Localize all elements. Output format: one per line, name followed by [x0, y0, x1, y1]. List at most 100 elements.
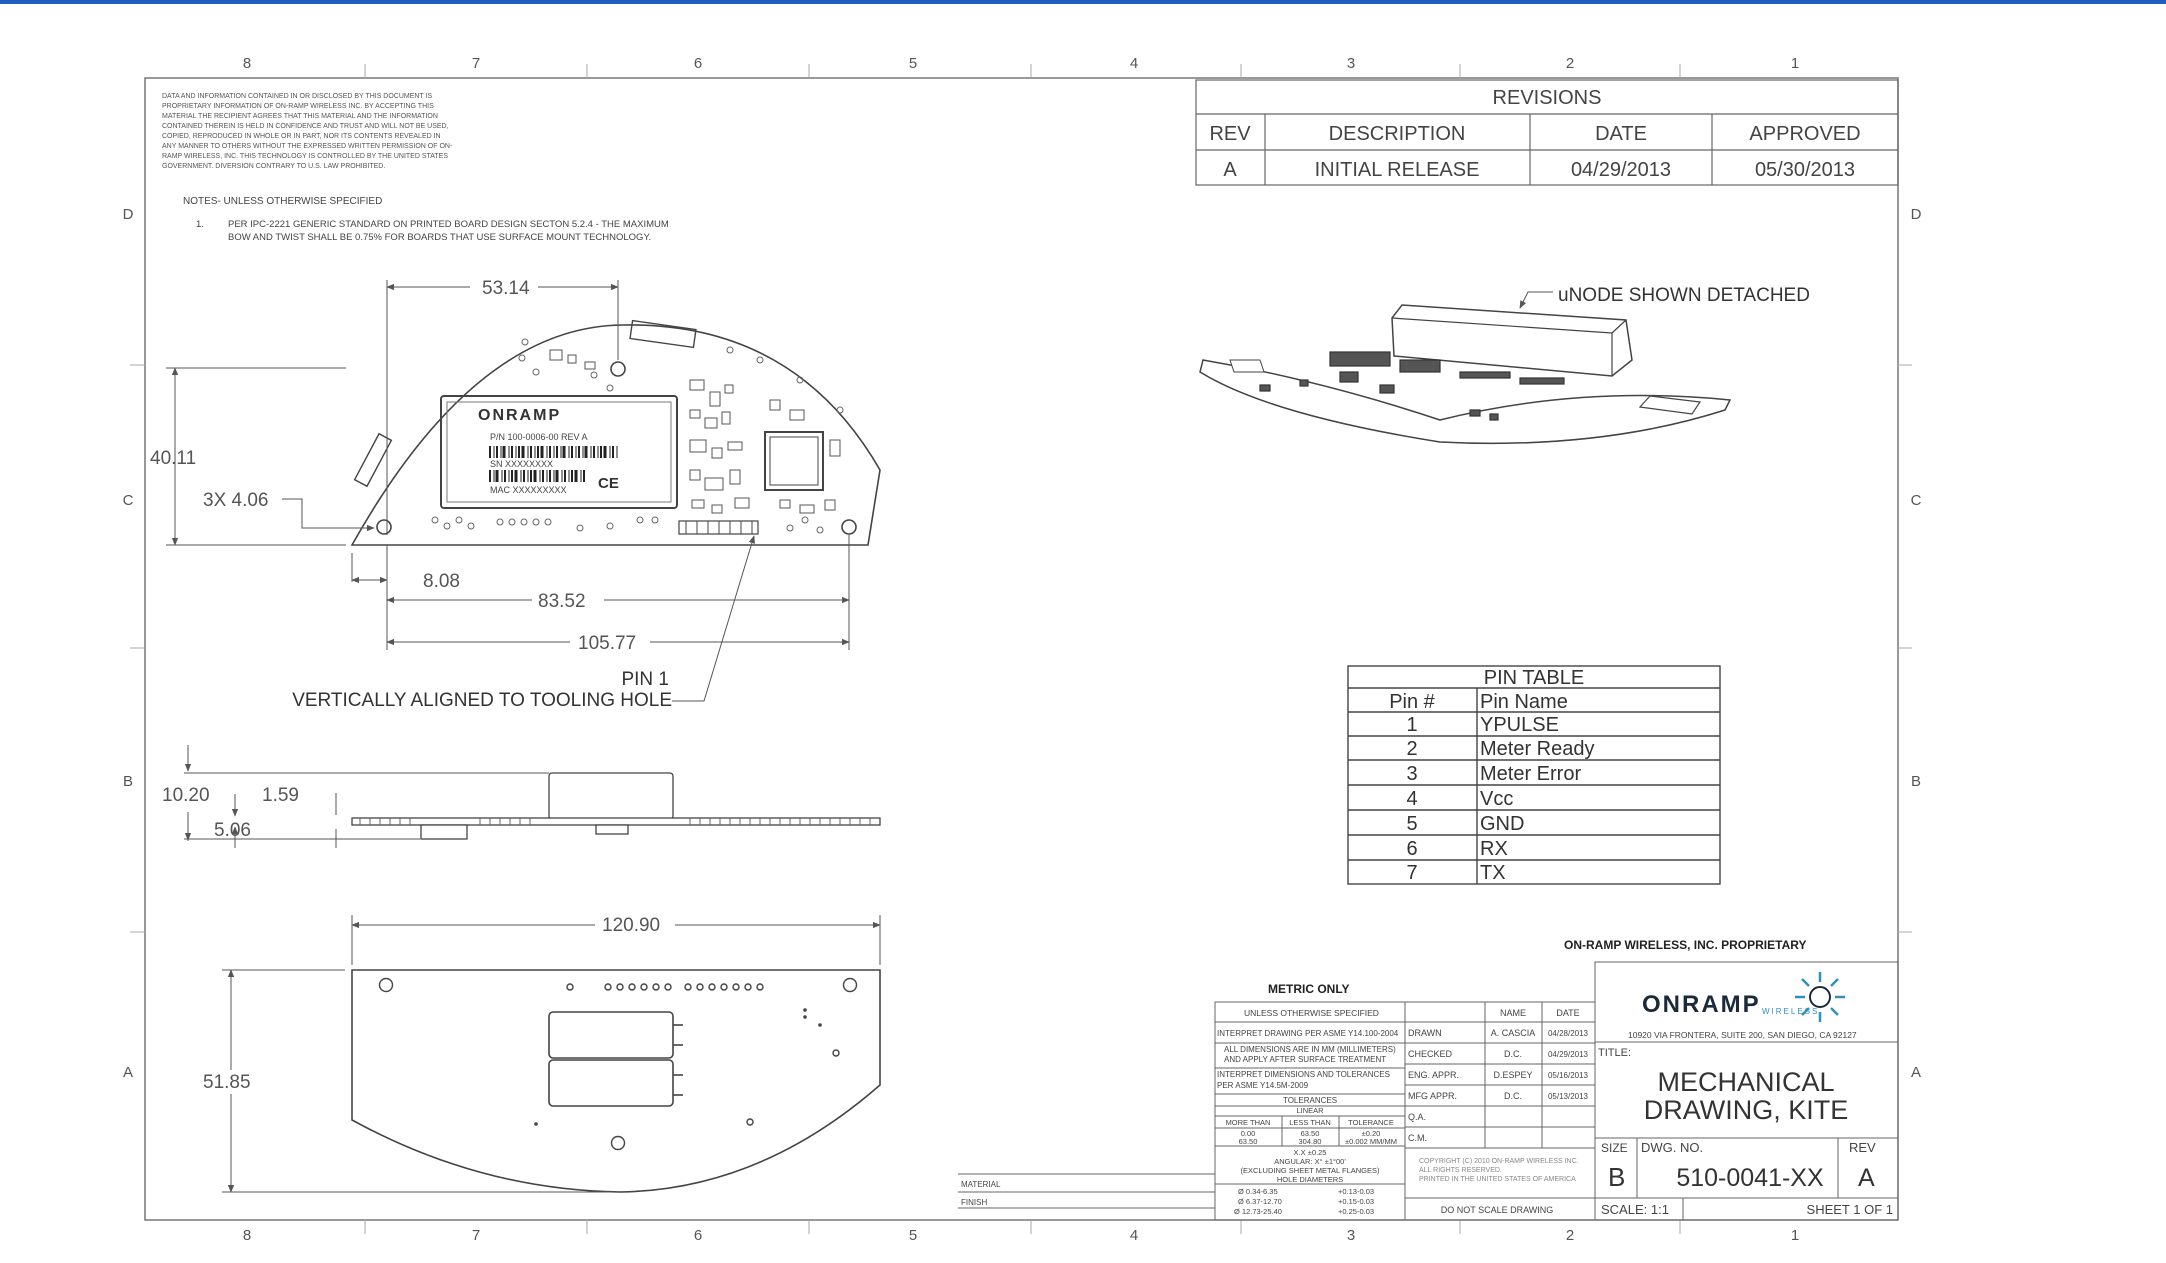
dim-bottom-height: 51.85	[203, 1072, 251, 1093]
size-value: B	[1608, 1162, 1625, 1192]
unode-detached	[1391, 304, 1633, 377]
dwg-number: 510-0041-XX	[1676, 1164, 1824, 1192]
zone-label-row: B	[123, 773, 133, 790]
barcode	[489, 446, 618, 482]
zone-label-col: 2	[1566, 55, 1574, 72]
rev-header: REV	[1209, 123, 1251, 145]
role-label: C.M.	[1408, 1133, 1427, 1143]
role-name: D.C.	[1504, 1049, 1522, 1059]
pin1-callout-line2: VERTICALLY ALIGNED TO TOOLING HOLE	[292, 690, 672, 711]
module-serial-number: SN XXXXXXXX	[490, 459, 553, 469]
zone-label-col: 2	[1566, 1227, 1574, 1244]
pin-name-cell: Meter Ready	[1480, 738, 1595, 760]
interpret-line: INTERPRET DRAWING PER ASME Y14.100-2004	[1217, 1029, 1399, 1038]
zone-label-col: 6	[694, 1227, 702, 1244]
dim-height: 40.11	[150, 448, 196, 469]
pin-number-cell: 4	[1406, 788, 1417, 810]
pin1-callout-line1: PIN 1	[621, 669, 669, 690]
logo-text: ONRAMP	[1642, 991, 1761, 1018]
role-name: A. CASCIA	[1491, 1028, 1536, 1038]
ce-mark: CE	[598, 475, 619, 492]
dwg-label: DWG. NO.	[1641, 1140, 1703, 1155]
role-date: 04/28/2013	[1548, 1029, 1589, 1038]
interpret-line: ALL DIMENSIONS ARE IN MM (MILLIMETERS)	[1224, 1045, 1396, 1054]
zone-label-col: 5	[909, 55, 917, 72]
tooling-hole	[610, 361, 626, 377]
pin-name-cell: Vcc	[1480, 788, 1513, 810]
zone-label-col: 6	[694, 55, 702, 72]
bottom-view-dots	[534, 1008, 822, 1126]
title-block-grid	[958, 961, 1899, 1221]
zone-label-col: 5	[909, 1227, 917, 1244]
revision-rev: A	[1223, 159, 1237, 181]
copyright-line: PRINTED IN THE UNITED STATES OF AMERICA	[1419, 1176, 1576, 1183]
copyright-line: COPYRIGHT (C) 2010 ON-RAMP WIRELESS INC.	[1419, 1158, 1579, 1165]
zone-label-col: 3	[1347, 1227, 1355, 1244]
zone-label-row: A	[1911, 1064, 1921, 1081]
pin-name-cell: RX	[1480, 838, 1508, 860]
rev-value: A	[1858, 1164, 1875, 1192]
unode-module	[440, 395, 678, 509]
disclaimer-line: RAMP WIRELESS, INC. THIS TECHNOLOGY IS C…	[162, 153, 448, 160]
name-header: NAME	[1500, 1008, 1526, 1018]
hole-cell: +0.13-0.03	[1338, 1187, 1374, 1196]
zone-label-row: A	[123, 1064, 133, 1081]
role-name: D.C.	[1504, 1091, 1522, 1101]
side-unode	[548, 772, 674, 820]
dim-side-bottom: 5.06	[214, 820, 251, 841]
zone-label-col: 1	[1791, 1227, 1799, 1244]
role-date: 05/16/2013	[1548, 1071, 1589, 1080]
roles-texts: NAME DATE COPYRIGHT (C) 2010 ON-RAMP WIR…	[1408, 1008, 1589, 1215]
zone-label-col: 7	[472, 1227, 480, 1244]
hole-cell: Ø 12.73-25.40	[1234, 1207, 1282, 1216]
tol-cell: 63.50	[1239, 1137, 1258, 1146]
dimension-texts-side: 10.20 1.59 5.06	[162, 785, 299, 841]
dim-8-08: 8.08	[423, 571, 460, 592]
pin-header-pins	[685, 521, 753, 534]
description-header: DESCRIPTION	[1329, 123, 1466, 145]
revisions-table	[1195, 79, 1899, 186]
role-label: Q.A.	[1408, 1112, 1426, 1122]
zone-label-row: D	[1911, 206, 1922, 223]
pin-table-title: PIN TABLE	[1484, 667, 1584, 689]
dim-side-board: 1.59	[262, 785, 299, 806]
revision-date: 04/29/2013	[1571, 159, 1671, 181]
approved-header: APPROVED	[1749, 123, 1860, 145]
tooling-hole	[841, 519, 857, 535]
drawing-border	[144, 77, 1899, 1221]
zone-label-col: 8	[243, 55, 251, 72]
isometric-components	[1259, 351, 1565, 421]
tooling-hole	[842, 977, 858, 993]
rev-label: REV	[1849, 1140, 1876, 1155]
role-label: DRAWN	[1408, 1028, 1442, 1038]
interpret-line: AND APPLY AFTER SURFACE TREATMENT	[1224, 1055, 1386, 1064]
tolerance-texts: UNLESS OTHERWISE SPECIFIED INTERPRET DRA…	[961, 1008, 1399, 1216]
logo-subtext: WIRELESS	[1762, 1007, 1819, 1016]
zone-label-row: D	[123, 206, 134, 223]
bottom-view-dimension-lines	[222, 915, 881, 1193]
zone-label-row: C	[123, 492, 134, 509]
drawing-title-line1: MECHANICAL	[1657, 1067, 1834, 1097]
unless-specified: UNLESS OTHERWISE SPECIFIED	[1244, 1008, 1379, 1018]
role-label: MFG APPR.	[1408, 1091, 1457, 1101]
disclaimer-line: ANY MANNER TO OTHERS WITHOUT THE EXPRESS…	[162, 143, 453, 150]
pin-number-cell: 5	[1406, 813, 1417, 835]
module-brand-logo: ONRAMP	[478, 407, 561, 424]
dim-side-total: 10.20	[162, 785, 210, 806]
sheet: SHEET 1 OF 1	[1807, 1202, 1893, 1217]
tol-cell: 63.50	[1301, 1129, 1320, 1138]
dim-105-77: 105.77	[578, 633, 636, 654]
bottom-battery	[548, 1011, 674, 1059]
zone-label-col: 3	[1347, 55, 1355, 72]
pin-number-cell: 6	[1406, 838, 1417, 860]
side-view-dimension-lines	[184, 745, 549, 848]
side-board	[351, 817, 881, 826]
date-header-tb: DATE	[1556, 1008, 1579, 1018]
role-label: CHECKED	[1408, 1049, 1453, 1059]
zone-label-col: 4	[1130, 55, 1138, 72]
zone-label-col: 4	[1130, 1227, 1138, 1244]
onramp-logo: ONRAMP WIRELESS	[1642, 972, 1845, 1022]
side-board-ticks	[359, 818, 871, 825]
role-date: 05/13/2013	[1548, 1092, 1589, 1101]
